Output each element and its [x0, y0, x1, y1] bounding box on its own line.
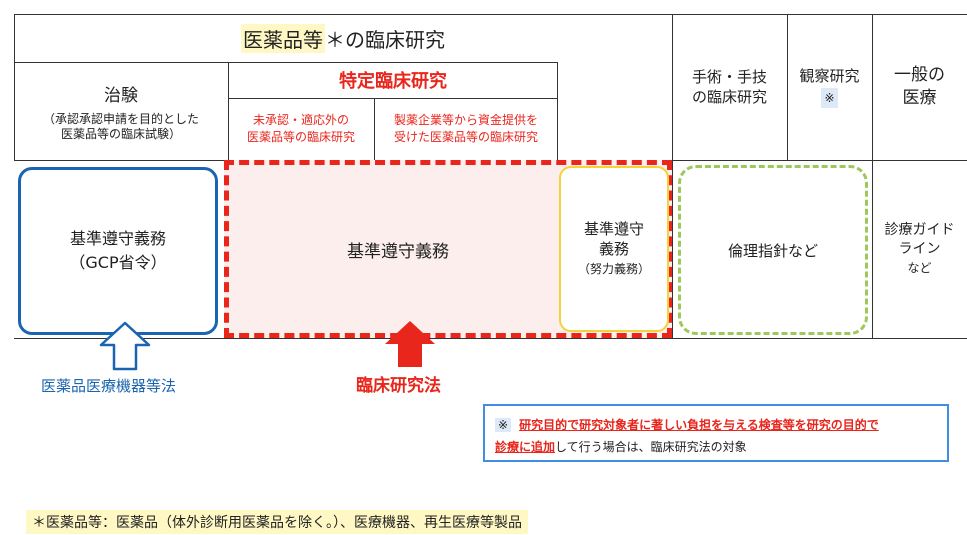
- guideline-line2: ライン: [898, 240, 941, 257]
- tokutei-left-line1: 未承認・適応外の: [252, 113, 349, 127]
- gcp-line1: 基準遵守義務: [69, 229, 166, 248]
- main-header-suffix: ＊の臨床研究: [325, 27, 445, 52]
- tokutei-title: 特定臨床研究: [339, 71, 447, 92]
- tokutei-right-line2: 受けた医薬品等の臨床研究: [393, 130, 538, 144]
- surgery-header: 手術・手技 の臨床研究: [672, 14, 787, 160]
- footnote: ＊医薬品等：医薬品（体外診断用医薬品を除く。）、医療機器、再生医療等製品: [26, 510, 528, 534]
- note-line1-red: 研究目的で研究対象者に著しい負担を与える検査等を研究の目的で: [519, 418, 879, 432]
- surgery-line2: の臨床研究: [691, 88, 767, 106]
- observation-label: 観察研究: [799, 67, 860, 85]
- effort-duty-box: 基準遵守 義務 （努力義務）: [559, 166, 669, 332]
- note-box: ※ 研究目的で研究対象者に著しい負担を与える検査等を研究の目的で 診療に追加して行…: [483, 404, 949, 462]
- effort-line3: （努力義務）: [577, 262, 650, 276]
- surgery-line1: 手術・手技: [691, 68, 767, 86]
- gcp-box: 基準遵守義務 （GCP省令）: [18, 167, 218, 335]
- general-header: 一般の 医療: [872, 14, 967, 160]
- clinical-act-label: 臨床研究法: [356, 376, 441, 396]
- note-line1: ※ 研究目的で研究対象者に著しい負担を与える検査等を研究の目的で: [495, 414, 939, 436]
- tokutei-left-line2: 医薬品等の臨床研究: [246, 130, 355, 144]
- note-line2-red: 診療に追加: [495, 440, 556, 454]
- chiken-title: 治験: [104, 85, 138, 106]
- main-header-prefix: 医薬品等: [241, 23, 325, 53]
- kijun-main: 基準遵守義務: [347, 241, 449, 262]
- general-line1: 一般の: [894, 65, 945, 85]
- tokutei-right-line1: 製薬企業等から資金提供を: [393, 113, 538, 127]
- note-mark: ※: [495, 418, 512, 432]
- guideline-cell: 診療ガイド ライン など: [872, 160, 967, 338]
- effort-line2: 義務: [598, 240, 629, 258]
- chiken-sub2: 医薬品等の臨床試験）: [60, 126, 181, 141]
- note-line2: 診療に追加して行う場合は、臨床研究法の対象: [495, 436, 939, 458]
- observation-mark: ※: [821, 88, 838, 108]
- pmd-act-up-arrow-icon: [99, 321, 151, 371]
- gcp-line2: （GCP省令）: [69, 253, 167, 272]
- main-header: 医薬品等 ＊の臨床研究: [14, 14, 672, 62]
- general-line2: 医療: [902, 88, 937, 108]
- tokutei-left-header: 未承認・適応外の 医薬品等の臨床研究: [228, 98, 374, 160]
- guideline-line3: など: [907, 260, 932, 275]
- tokutei-right-header: 製薬企業等から資金提供を 受けた医薬品等の臨床研究: [374, 98, 558, 160]
- tokutei-header: 特定臨床研究: [228, 62, 558, 98]
- note-line2-rest: して行う場合は、臨床研究法の対象: [555, 440, 747, 454]
- ethics-box: 倫理指針など: [678, 165, 868, 335]
- chiken-sub1: （承認承認申請を目的とした: [42, 111, 199, 126]
- chiken-header: 治験 （承認承認申請を目的とした 医薬品等の臨床試験）: [14, 62, 228, 160]
- guideline-line1: 診療ガイド: [884, 221, 955, 238]
- ethics-label: 倫理指針など: [727, 241, 818, 260]
- clinical-act-up-arrow-icon: [385, 321, 435, 367]
- effort-line1: 基準遵守: [583, 220, 644, 238]
- pmd-act-label: 医薬品医療機器等法: [41, 377, 177, 395]
- observation-header: 観察研究 ※: [787, 14, 872, 160]
